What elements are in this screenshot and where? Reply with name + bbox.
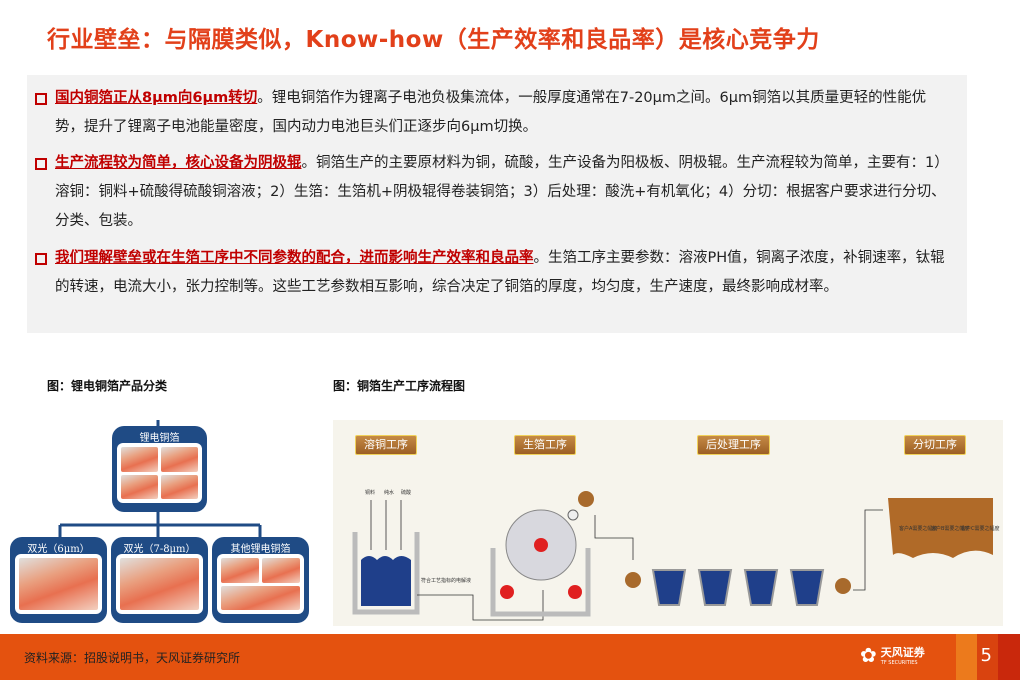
decorative-pattern — [956, 634, 1020, 680]
input-label: 硫酸 — [401, 489, 411, 496]
production-flow-diagram: 溶铜工序 生箔工序 后处理工序 分切工序 铜料 纯水 硫酸 符合工艺指标的电解液… — [333, 420, 1003, 626]
bullet-highlight: 生产流程较为简单，核心设备为阴极辊 — [55, 155, 302, 171]
stage-slit: 分切工序 — [904, 435, 966, 455]
figure-left-caption: 图：锂电铜箔产品分类 — [47, 379, 168, 393]
tree-connectors — [58, 420, 262, 538]
width-label: 客户B需要之幅度 — [931, 525, 969, 532]
width-label: 客户C需要之幅度 — [961, 525, 1000, 532]
source-note: 资料来源：招股说明书，天风证券研究所 — [24, 651, 241, 665]
slide-title: 行业壁垒：与隔膜类似，Know-how（生产效率和良品率）是核心竞争力 — [47, 27, 820, 53]
foil-image — [217, 554, 304, 614]
square-bullet-icon — [35, 158, 47, 170]
node-label: 其他锂电铜箔 — [230, 544, 291, 555]
stage-foil: 生箔工序 — [514, 435, 576, 455]
logo-sub: TF SECURITIES — [880, 660, 918, 666]
width-label: 客户A需要之幅度 — [899, 525, 937, 532]
bullet-1: 国内铜箔正从8μm向6μm转切。锂电铜箔作为锂离子电池负极集流体，一般厚度通常在… — [35, 84, 955, 142]
node-label: 双光（6μm） — [27, 544, 90, 555]
stage-dissolve: 溶铜工序 — [355, 435, 417, 455]
foil-image — [15, 554, 102, 614]
bullet-text: 。锂电铜箔作为锂离子电池负极集流体，一般厚度通常在7-20μm之间。6μm铜箔以… — [55, 90, 927, 135]
node-label: 双光（7-8μm） — [123, 544, 196, 555]
process-illustration: 铜料 纯水 硫酸 符合工艺指标的电解液 客户A需要之幅度 客户B需要之幅度 客户… — [352, 489, 1000, 621]
node-other: 其他锂电铜箔 — [212, 537, 309, 623]
page-number: 5 — [980, 645, 992, 666]
foil-image — [117, 443, 202, 503]
node-label: 锂电铜箔 — [139, 433, 180, 444]
electrolyte-label: 符合工艺指标的电解液 — [421, 577, 471, 584]
foil-image — [116, 554, 203, 614]
flower-logo-icon: ✿ — [860, 643, 877, 667]
figure-right-caption: 图：铜箔生产工序流程图 — [333, 379, 466, 393]
bullet-3: 我们理解壁垒或在生箔工序中不同参数的配合，进而影响生产效率和良品率。生箔工序主要… — [35, 244, 955, 302]
square-bullet-icon — [35, 93, 47, 105]
bullet-highlight: 我们理解壁垒或在生箔工序中不同参数的配合，进而影响生产效率和良品率 — [55, 250, 534, 266]
input-label: 纯水 — [384, 489, 394, 496]
product-classification-diagram: 锂电铜箔 双光（6μm） 双光（7-8μm） 其他锂电铜箔 — [10, 420, 320, 630]
bullet-2: 生产流程较为简单，核心设备为阴极辊。铜箔生产的主要原材料为铜，硫酸，生产设备为阳… — [35, 149, 955, 236]
stage-post: 后处理工序 — [697, 435, 770, 455]
bullet-text: 。铜箔生产的主要原材料为铜，硫酸，生产设备为阳极板、阴极辊。生产流程较为简单，主… — [55, 155, 949, 229]
node-7-8um: 双光（7-8μm） — [111, 537, 208, 623]
logo-name: 天风证券 — [880, 646, 925, 659]
node-root: 锂电铜箔 — [112, 426, 207, 512]
bullet-highlight: 国内铜箔正从8μm向6μm转切 — [55, 90, 258, 106]
bullet-text: 。生箔工序主要参数：溶液PH值，铜离子浓度，补铜速率，钛辊的转速，电流大小，张力… — [55, 250, 945, 295]
node-6um: 双光（6μm） — [10, 537, 107, 623]
summary-box — [27, 75, 967, 333]
square-bullet-icon — [35, 253, 47, 265]
input-label: 铜料 — [365, 489, 375, 496]
